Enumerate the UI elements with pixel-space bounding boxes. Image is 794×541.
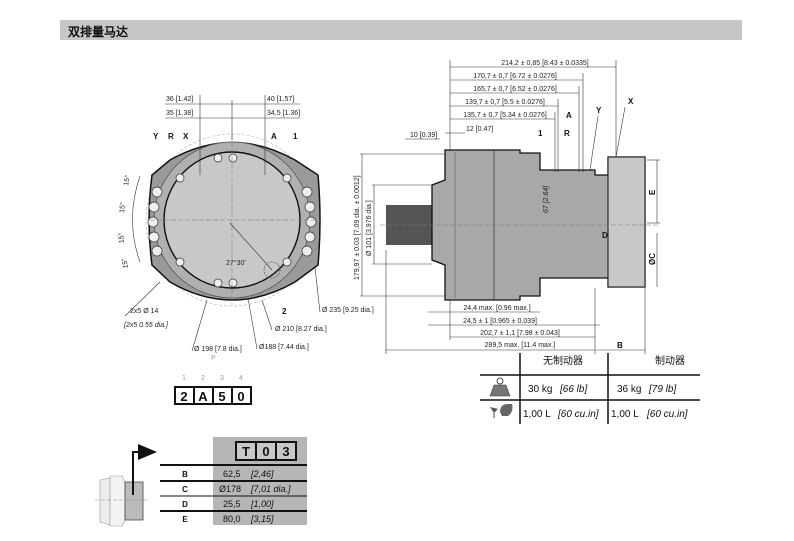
dim-202-7: 202,7 ± 1,1 [7.98 ± 0.043]	[480, 330, 560, 337]
code-char-1: 2	[180, 389, 187, 404]
dim-24-4: 24,4 max. [0.96 max.]	[463, 305, 530, 312]
dim-d188: Ø188 [7.44 dia.]	[259, 344, 309, 351]
row-label-B: B	[182, 470, 188, 479]
page-title: 双排量马达	[68, 25, 129, 39]
row-imperial-D: [1,00]	[250, 499, 274, 509]
code-position-4: 4	[239, 375, 243, 382]
angle-15-3: 15°	[117, 232, 126, 243]
row-value-D: 25,5	[223, 499, 241, 509]
code-position-3: 3	[220, 375, 224, 382]
dim-170: 170,7 ± 0,7 [6.72 ± 0.0276]	[473, 73, 557, 80]
dim-12: 12 [0.47]	[466, 126, 493, 133]
row-imperial-B: [2,46]	[250, 469, 274, 479]
code-char-4: 0	[237, 389, 244, 404]
dim-d198: Ø 198 [7.8 dia.]	[194, 346, 242, 353]
holes-dim: 2x5 Ø 14	[130, 308, 159, 315]
label-R: R	[564, 129, 570, 138]
label-1: 1	[538, 129, 543, 138]
label-X: X	[183, 132, 189, 141]
front-view: 36 [1.42] 35 [1.38] 40 [1.57] 34,5 [1.36…	[117, 95, 374, 362]
header-no-brake: 无制动器	[543, 354, 583, 367]
row-label-E: E	[182, 515, 188, 524]
oil-brake-in: [60 cu.in]	[646, 409, 688, 420]
dim-d210: Ø 210 [8.27 dia.]	[275, 326, 327, 333]
row-value-E: 80,0	[223, 514, 241, 524]
label-Y: Y	[153, 132, 159, 141]
weight-no-brake: 30 kg	[528, 384, 552, 395]
spec-table: 无制动器 制动器 30 kg [66 lb] 36 kg [79 lb] 1,0…	[480, 353, 700, 424]
label-A: A	[566, 111, 572, 120]
dim-24-5: 24,5 ± 1 [0.965 ± 0.039]	[463, 318, 537, 325]
label-E: E	[648, 189, 657, 195]
weight-icon	[489, 377, 511, 397]
row-imperial-C: [7,01 dia.]	[250, 484, 291, 494]
label-2: 2	[282, 307, 287, 316]
dim-139: 139,7 ± 0,7 [5.5 ± 0.0276]	[465, 99, 545, 106]
oil-can-icon	[490, 404, 513, 418]
angle-15-1: 15°	[122, 174, 132, 186]
brake-table: T 0 3 B 62,5 [2,46] C Ø178 [7,01 dia.] D…	[95, 437, 307, 527]
angle-15-2: 15°	[118, 202, 127, 213]
dim-214: 214,2 ± 0,85 [8.43 ± 0.0335]	[501, 60, 589, 67]
header-bar: 双排量马达	[60, 20, 742, 40]
code-position-1: 1	[182, 375, 186, 382]
header-brake: 制动器	[655, 354, 685, 367]
dim-179-97: 179,97 ± 0.03 [7.09 dia. ± 0.0012]	[354, 175, 361, 280]
dim-35: 35 [1.38]	[166, 110, 193, 117]
dim-40: 40 [1.57]	[267, 96, 294, 103]
holes-dim-inch: [2x5 0.55 dia.]	[123, 322, 169, 329]
weight-brake: 36 kg	[617, 384, 641, 395]
dim-67: 67 [2.64]	[543, 185, 550, 213]
row-value-C: Ø178	[219, 484, 241, 494]
side-view: 214,2 ± 0,85 [8.43 ± 0.0335] 170,7 ± 0,7…	[354, 60, 660, 354]
brake-code-1: T	[242, 444, 250, 459]
dim-135: 135,7 ± 0,7 [5.34 ± 0.0276]	[463, 112, 547, 119]
label-B: B	[617, 341, 623, 350]
order-code: 1 2 3 4 2 A 5 0	[174, 375, 252, 405]
label-1: 1	[293, 132, 298, 141]
brake-icon	[95, 444, 157, 527]
weight-no-brake-lb: [66 lb]	[559, 384, 587, 395]
row-label-C: C	[182, 485, 188, 494]
angle-15-4: 15°	[120, 257, 130, 269]
row-value-B: 62,5	[223, 469, 241, 479]
label-Y: Y	[596, 106, 602, 115]
weight-brake-lb: [79 lb]	[648, 384, 676, 395]
dim-289-5: 289,5 max. [11.4 max.]	[485, 342, 556, 349]
brake-code-3: 3	[282, 444, 289, 459]
label-D: D	[602, 231, 608, 240]
oil-no-brake-in: [60 cu.in]	[557, 409, 599, 420]
top-dimensions: 214,2 ± 0,85 [8.43 ± 0.0335] 170,7 ± 0,7…	[405, 60, 634, 172]
oil-brake: 1,00 L	[611, 409, 639, 420]
code-position-2: 2	[201, 375, 205, 382]
row-imperial-E: [3,15]	[250, 514, 274, 524]
angle-27-30: 27°30'	[226, 259, 246, 267]
dim-d101: Ø 101 [3.976 dia.]	[366, 200, 373, 256]
dim-36: 36 [1.42]	[166, 96, 193, 103]
oil-no-brake: 1,00 L	[523, 409, 551, 420]
row-label-D: D	[182, 500, 188, 509]
label-R: R	[168, 132, 174, 141]
code-char-3: 5	[218, 389, 225, 404]
dim-34-5: 34,5 [1.36]	[267, 110, 300, 117]
dim-10: 10 [0.39]	[410, 132, 437, 139]
label-A: A	[271, 132, 277, 141]
label-P: P	[211, 355, 216, 362]
label-X: X	[628, 97, 634, 106]
brake-code-2: 0	[262, 444, 269, 459]
dim-d235: Ø 235 [9.25 dia.]	[322, 307, 374, 314]
code-char-2: A	[198, 389, 208, 404]
dim-165: 165,7 ± 0,7 [6.52 ± 0.0276]	[473, 86, 557, 93]
label-C: ØC	[648, 253, 657, 265]
